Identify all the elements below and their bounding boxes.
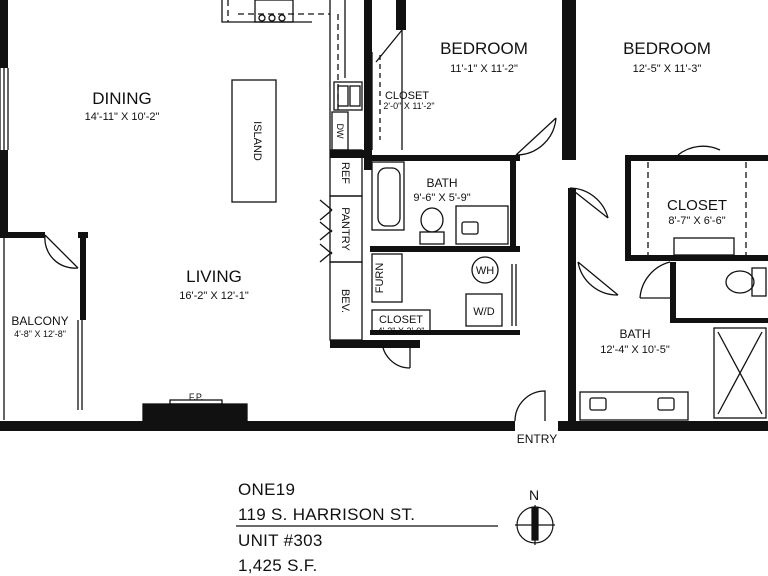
thin-lines: [0, 0, 767, 527]
compass-north-label: N: [529, 487, 539, 503]
unit-area: 1,425 S.F.: [238, 556, 318, 575]
bedroom1-name: BEDROOM: [440, 39, 528, 58]
bedroom2-name: BEDROOM: [623, 39, 711, 58]
bedroom2-dims: 12'-5" X 11'-3": [633, 63, 702, 75]
closet-hall-dims: 4'-3" X 2'-0": [378, 326, 425, 336]
walls: [0, 0, 768, 431]
wd-label: W/D: [473, 306, 494, 318]
balcony-dims: 4'-8" X 12'-8": [14, 329, 66, 339]
closet-small-dims: 2'-0" X 11'-2": [383, 101, 434, 111]
bath1-name: BATH: [426, 176, 457, 190]
closet-big-name: CLOSET: [667, 197, 727, 214]
fp-label: F.P.: [189, 392, 203, 402]
ref-label: REF: [339, 162, 351, 184]
building-name: ONE19: [238, 480, 296, 499]
dining-name: DINING: [92, 89, 152, 108]
dining-dims: 14'-11" X 10'-2": [85, 111, 160, 123]
pantry-label: PANTRY: [339, 207, 351, 251]
closet-big-dims: 8'-7" X 6'-6": [668, 215, 725, 227]
balcony-name: BALCONY: [11, 314, 68, 328]
living-name: LIVING: [186, 267, 242, 286]
island-label: ISLAND: [251, 121, 263, 161]
living-dims: 16'-2" X 12'-1": [179, 290, 249, 302]
unit-number: UNIT #303: [238, 531, 323, 550]
building-address: 119 S. HARRISON ST.: [238, 505, 416, 524]
closet-small-name: CLOSET: [385, 90, 429, 102]
bath2-name: BATH: [619, 327, 650, 341]
bev-label: BEV.: [339, 289, 351, 313]
bath1-dims: 9'-6" X 5'-9": [413, 192, 470, 204]
furn-label: FURN: [374, 263, 386, 294]
dw-label: DW: [335, 124, 345, 139]
wh-label: WH: [476, 265, 494, 277]
bath2-dims: 12'-4" X 10'-5": [600, 344, 670, 356]
compass: [515, 505, 555, 545]
closet-hall-name: CLOSET: [379, 314, 423, 326]
entry-label: ENTRY: [517, 432, 557, 446]
bedroom1-dims: 11'-1" X 11'-2": [450, 63, 518, 75]
